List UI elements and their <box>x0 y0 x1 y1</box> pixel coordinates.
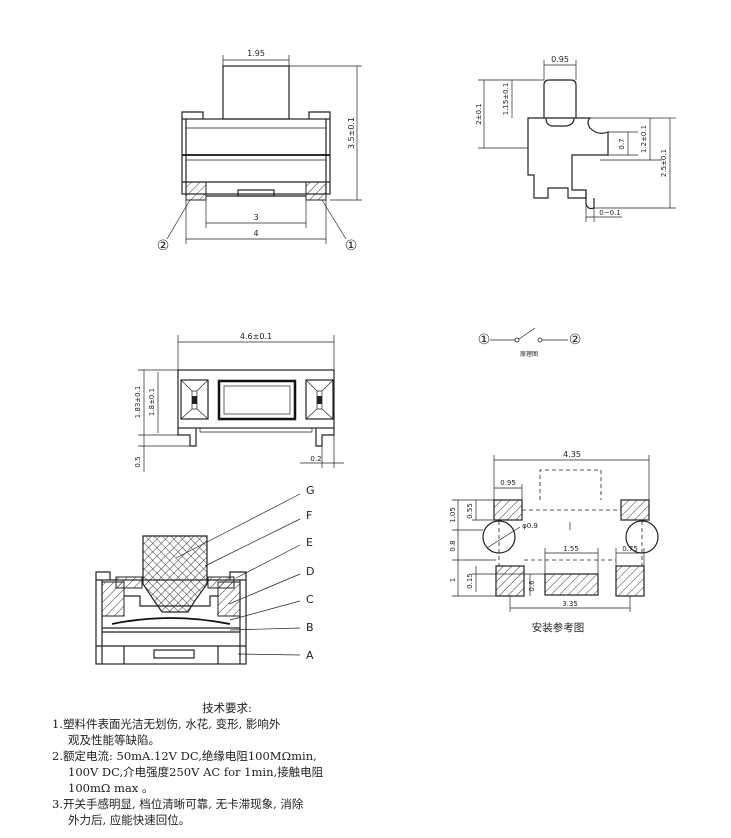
dim-0-5: 0.5 <box>134 456 142 467</box>
fp-dim-3-35: 3.35 <box>562 600 578 608</box>
pad-bottom-left <box>495 565 525 597</box>
actuator-section <box>142 535 208 613</box>
label-d: D <box>306 565 314 578</box>
requirement-line: 外力后, 应能快速回位。 <box>68 813 191 827</box>
fp-dim-4-35: 4.35 <box>563 450 581 459</box>
terminal-1-label: ① <box>345 238 358 254</box>
terminal-left <box>185 181 207 201</box>
front-body <box>177 369 335 429</box>
dim-0-7: 0.7 <box>618 138 626 149</box>
fp-dim-1: 1 <box>449 578 457 582</box>
front-actuator <box>217 379 297 421</box>
side-view-left: 1.95 3 4 3.5±0.1 ② ① <box>157 49 362 254</box>
fp-dim-0-55: 0.55 <box>466 503 474 519</box>
fp-dim-1-55: 1.55 <box>563 545 579 553</box>
dim-4: 4 <box>253 229 258 238</box>
schematic-terminal-2: ② <box>569 332 582 348</box>
requirement-line: 3.开关手感明显, 档位清晰可靠, 无卡滞现象, 消除 <box>52 797 304 811</box>
fp-dim-0-75: 0.75 <box>622 545 638 553</box>
actuator-side <box>543 79 577 118</box>
dim-1-95: 1.95 <box>247 49 265 58</box>
switch-body <box>181 118 331 195</box>
label-b: B <box>306 621 314 634</box>
dim-3-5: 3.5±0.1 <box>347 117 356 149</box>
mounting-footprint: 4.35 0.95 1.05 0.55 φ0.9 0.8 1.55 0.75 1… <box>449 450 659 634</box>
requirement-line: 2.额定电流: 50mA.12V DC,绝缘电阻100MΩmin, <box>52 749 317 763</box>
schematic-caption: 原理图 <box>520 351 538 358</box>
section-body <box>95 579 247 665</box>
dome-contact <box>111 617 231 625</box>
footprint-caption: 安装参考图 <box>532 621 585 634</box>
dim-1-83: 1.83±0.1 <box>134 386 142 419</box>
fp-dim-0-15: 0.15 <box>466 573 474 589</box>
section-view: G F E D C B A <box>95 484 315 665</box>
front-view: 4.6±0.1 1.83±0.1 1.8±0.1 0.5 0.2 <box>134 332 344 472</box>
dim-4-6: 4.6±0.1 <box>240 332 272 341</box>
label-f: F <box>306 509 312 522</box>
dim-1-8: 1.8±0.1 <box>148 388 156 416</box>
schematic-terminal-1: ① <box>478 332 491 348</box>
switch-contact <box>518 327 536 340</box>
requirement-line: 观及性能等缺陷。 <box>68 733 160 747</box>
dim-1-15: 1.15±0.1 <box>502 83 510 116</box>
fp-dim-1-05: 1.05 <box>449 507 457 523</box>
label-e: E <box>306 536 313 549</box>
pad-top-left <box>493 499 523 521</box>
actuator <box>222 65 290 120</box>
side-body <box>527 117 609 199</box>
fp-dim-0-6: 0.6 <box>528 580 536 592</box>
dim-0-0-1: 0~0.1 <box>599 209 620 217</box>
pad-bottom-right <box>615 565 645 597</box>
requirements-title: 技术要求: <box>202 701 252 715</box>
cover-left <box>101 581 125 617</box>
label-c: C <box>306 593 314 606</box>
terminal-2-label: ② <box>157 238 170 254</box>
label-a: A <box>306 649 314 662</box>
terminal-right <box>305 181 327 201</box>
dim-1-2: 1.2±0.1 <box>640 125 648 153</box>
schematic: ① ② 原理图 <box>478 327 582 358</box>
dim-2-5: 2.5±0.1 <box>660 149 668 177</box>
requirement-line: 100mΩ max 。 <box>68 781 154 795</box>
technical-requirements: 技术要求: 1.塑料件表面光洁无划伤, 水花, 变形, 影响外 观及性能等缺陷。… <box>52 700 372 828</box>
requirement-line: 100V DC,介电强度250V AC for 1min,接触电阻 <box>68 765 324 779</box>
dim-2: 2±0.1 <box>475 103 483 124</box>
dim-0-95: 0.95 <box>551 55 569 64</box>
fp-dim-0-95: 0.95 <box>500 479 516 487</box>
fp-dim-0-8: 0.8 <box>449 540 457 551</box>
fp-dim-hole: φ0.9 <box>522 522 538 530</box>
requirement-line: 1.塑料件表面光洁无划伤, 水花, 变形, 影响外 <box>52 717 281 731</box>
pad-bottom-center <box>544 573 599 596</box>
dim-3: 3 <box>253 213 258 222</box>
label-g: G <box>306 484 315 497</box>
pad-top-right <box>620 499 650 521</box>
side-view-right: 0.95 2±0.1 1.15±0.1 0.7 1.2±0.1 2.5±0.1 … <box>475 55 676 222</box>
dim-0-2: 0.2 <box>310 455 321 463</box>
